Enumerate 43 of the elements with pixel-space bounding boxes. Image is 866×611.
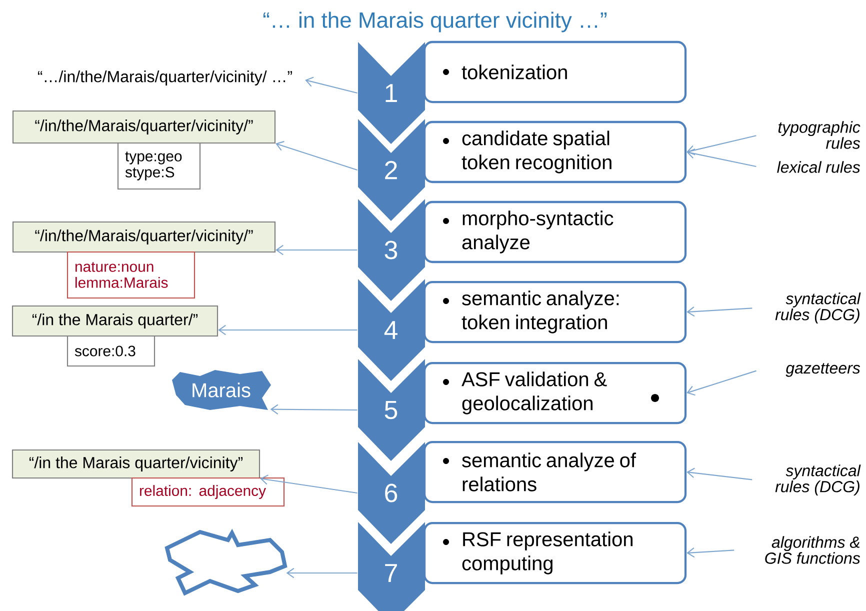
node-label: 2 bbox=[385, 160, 397, 180]
token-box: “/in the Marais quarter/vicinity” bbox=[12, 449, 260, 479]
arrow bbox=[276, 140, 358, 171]
arrow bbox=[286, 568, 358, 578]
node-label: 5 bbox=[384, 400, 398, 420]
output-text: “…/in/the/Marais/quarter/vicinity/ …” bbox=[38, 70, 292, 86]
step-box: semantic analyze: token integration bbox=[423, 280, 687, 344]
arrow bbox=[686, 547, 734, 558]
rule-source-text: lexical rules bbox=[777, 161, 860, 173]
rule-source-text: syntactical rules (DCG) bbox=[775, 464, 861, 496]
rule-source-text: algorithms & GIS functions bbox=[765, 536, 860, 564]
attribute-box: nature:noun lemma:Marais bbox=[66, 251, 196, 299]
arrow bbox=[686, 135, 756, 156]
arrow bbox=[270, 404, 358, 414]
rule-source-text: syntactical rules (DCG) bbox=[775, 292, 861, 324]
step-box: tokenization bbox=[423, 40, 687, 104]
step-box: candidate spatial token recognition bbox=[423, 120, 687, 184]
attribute-box: relation: adjacency bbox=[131, 477, 285, 507]
token-box: “/in the Marais quarter/” bbox=[12, 305, 218, 337]
step-box: ASF validation & geolocalization bbox=[423, 362, 687, 424]
token-box: “/in/the/Marais/quarter/vicinity/” bbox=[12, 110, 276, 144]
node-label: 4 bbox=[384, 321, 398, 339]
attribute-box: score:0.3 bbox=[66, 335, 156, 367]
arrow bbox=[686, 468, 752, 480]
node-label: 6 bbox=[385, 484, 398, 502]
token-box: “/in/the/Marais/quarter/vicinity/” bbox=[12, 221, 276, 253]
rule-source-text: gazetteers bbox=[786, 363, 860, 377]
rule-source-text: typographic rules bbox=[778, 121, 860, 149]
step-box: semantic analyze of relations bbox=[423, 440, 687, 504]
node-label: 7 bbox=[385, 564, 397, 582]
node-label: 1 bbox=[386, 84, 397, 102]
attribute-box: type:geo stype:S bbox=[117, 142, 201, 190]
arrow bbox=[686, 370, 756, 396]
arrow bbox=[686, 306, 752, 317]
step-box: RSF representation computing bbox=[423, 522, 687, 584]
arrow bbox=[686, 148, 756, 167]
arrow bbox=[218, 324, 358, 336]
node-label: 3 bbox=[384, 240, 398, 260]
arrow bbox=[260, 474, 358, 494]
step-box: morpho-syntactic analyze bbox=[423, 200, 687, 264]
arrow bbox=[305, 76, 358, 94]
arrow bbox=[276, 244, 358, 256]
title: “… in the Marais quarter vicinity …” bbox=[263, 12, 607, 32]
